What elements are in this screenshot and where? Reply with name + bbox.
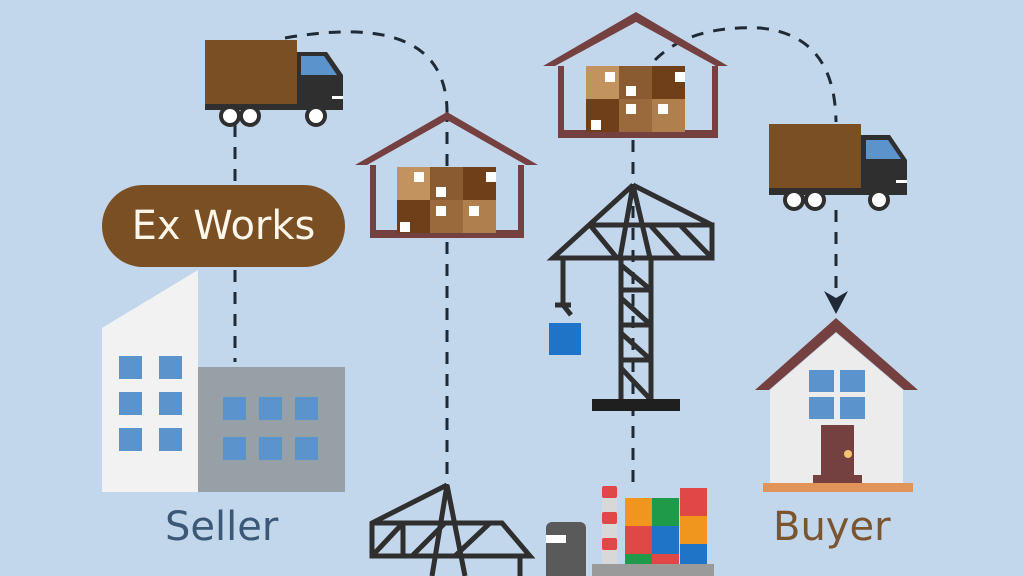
ex-works-label: Ex Works [131,203,316,249]
container-ship-icon [546,486,714,576]
delivery-truck-icon [205,40,343,127]
port-crane-icon [369,482,536,576]
crane-cargo-box [549,323,581,355]
buyer-label: Buyer [773,504,891,550]
warehouse-icon [355,112,538,238]
delivery-truck-icon [769,124,907,211]
warehouse-icon [543,12,728,138]
tower-crane-icon [546,182,715,402]
seller-label: Seller [165,504,279,550]
crane-base [592,399,680,411]
ex-works-badge: Ex Works [102,185,345,267]
arrow-head-icon [824,291,848,314]
house-icon [755,318,918,492]
factory-building-icon [102,270,345,492]
